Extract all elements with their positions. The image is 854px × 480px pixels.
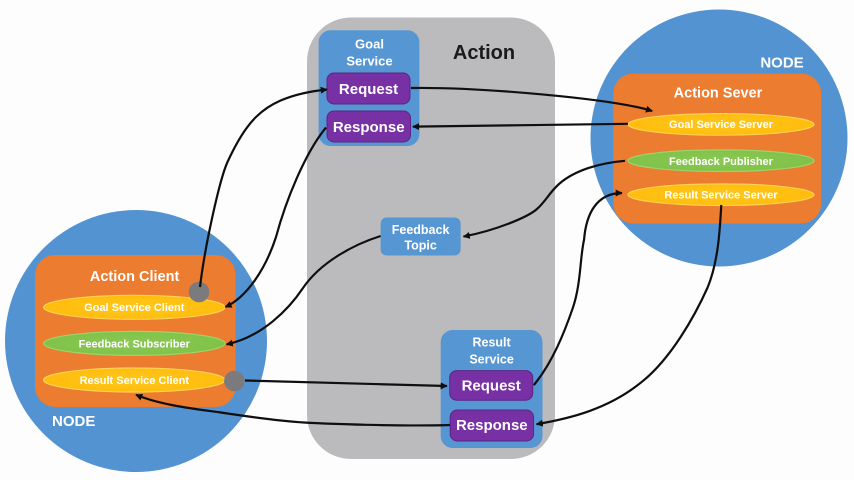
svg-text:Request: Request bbox=[462, 378, 521, 395]
svg-text:Feedback Subscriber: Feedback Subscriber bbox=[79, 339, 191, 351]
svg-text:Result: Result bbox=[472, 336, 511, 350]
svg-text:NODE: NODE bbox=[760, 54, 803, 71]
svg-text:Action Sever: Action Sever bbox=[674, 86, 763, 102]
svg-text:Feedback: Feedback bbox=[392, 223, 450, 237]
svg-text:Action Client: Action Client bbox=[90, 269, 180, 285]
svg-text:Topic: Topic bbox=[404, 238, 436, 252]
svg-text:Goal: Goal bbox=[355, 37, 384, 52]
svg-text:Response: Response bbox=[456, 417, 528, 434]
svg-text:Service: Service bbox=[469, 353, 514, 367]
svg-text:Result Service Server: Result Service Server bbox=[664, 190, 778, 202]
svg-text:Request: Request bbox=[339, 81, 398, 98]
svg-text:Result Service Client: Result Service Client bbox=[80, 375, 190, 387]
svg-text:Feedback Publisher: Feedback Publisher bbox=[669, 156, 774, 168]
svg-text:Service: Service bbox=[346, 54, 392, 69]
svg-text:Action: Action bbox=[453, 42, 515, 64]
svg-text:Goal Service Client: Goal Service Client bbox=[84, 302, 185, 314]
svg-text:NODE: NODE bbox=[52, 413, 95, 430]
svg-text:Goal Service Server: Goal Service Server bbox=[669, 119, 774, 131]
svg-text:Response: Response bbox=[333, 119, 405, 136]
